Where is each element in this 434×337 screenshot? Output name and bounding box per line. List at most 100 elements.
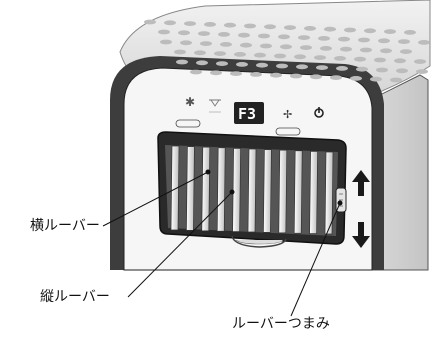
vent-hole [276, 63, 288, 69]
vent-hole [350, 76, 362, 81]
vent-hole [184, 21, 196, 26]
vent-hole [224, 22, 236, 28]
vent-hole [390, 77, 402, 83]
vent-hole [204, 22, 216, 27]
handle-notch [231, 235, 287, 248]
vent-hole [318, 36, 330, 41]
louver-slat [201, 146, 211, 232]
leader-vertical-louver [127, 191, 233, 298]
vent-hole [320, 46, 332, 51]
vent-hole [178, 30, 190, 36]
vent-hole [264, 24, 276, 30]
vent-hole [190, 69, 202, 75]
louver-slat [263, 149, 272, 233]
vent-hole [220, 42, 232, 47]
vent-hole [260, 43, 272, 49]
louver-slat [170, 145, 180, 231]
vent-hole [270, 72, 282, 78]
vent-hole [296, 64, 308, 70]
vent-hole [256, 62, 268, 68]
vent-hole [240, 42, 252, 48]
cool-mode-icon: ✱ [175, 95, 201, 128]
vent-hole [334, 56, 346, 61]
vent-hole [338, 36, 350, 42]
louver-knob-label: ルーバーつまみ [232, 316, 330, 332]
vent-hole [216, 61, 228, 66]
vent-hole [180, 40, 192, 46]
vent-hole [158, 29, 170, 35]
up-arrow-icon [352, 170, 370, 196]
vent-hole [360, 47, 372, 53]
vent-hole [378, 38, 390, 44]
vent-hole [230, 71, 242, 76]
vent-hole [298, 35, 310, 40]
vent-hole [160, 39, 172, 45]
vent-hole [198, 31, 210, 36]
vent-hole [310, 74, 322, 80]
vent-hole [194, 50, 206, 56]
mist-icon [209, 99, 221, 113]
vent-hole [418, 40, 430, 45]
vent-hole [304, 26, 316, 31]
display-screen: F3 [234, 102, 264, 124]
louver-slat [216, 147, 226, 232]
vertical-louver-slats [170, 145, 334, 235]
vent-hole [258, 33, 270, 39]
vertical-louver-label: 縦ルーバー [40, 289, 110, 305]
vent-hole [250, 72, 262, 77]
louver-slat [293, 150, 303, 234]
vent-hole [374, 57, 386, 63]
vent-hole [364, 28, 376, 34]
vent-hole [200, 41, 212, 46]
louver-slat [324, 151, 334, 235]
vent-hole [324, 26, 336, 32]
vent-hole [400, 49, 412, 54]
vent-hole [314, 55, 326, 60]
vent-hole [384, 29, 396, 34]
fan-icon: ✢ [275, 108, 301, 136]
svg-text:✢: ✢ [283, 108, 292, 121]
vent-hole [214, 51, 226, 56]
down-arrow-icon [352, 222, 370, 248]
power-icon [314, 107, 324, 118]
vent-hole [404, 30, 416, 35]
vent-holes [144, 19, 430, 83]
leader-lines [102, 169, 343, 317]
vent-hole [316, 65, 328, 70]
vent-hole [416, 69, 428, 74]
vent-hole [396, 68, 408, 74]
svg-text:✱: ✱ [185, 95, 195, 109]
louver-slat [247, 148, 257, 233]
leader-horizontal-louver [102, 171, 209, 227]
horizontal-louver-label: 横ルーバー [30, 218, 100, 234]
leader-louver-knob [290, 202, 341, 317]
vent-hole [414, 59, 426, 64]
vent-hole [218, 32, 230, 37]
vent-hole [278, 34, 290, 40]
vent-hole [330, 75, 342, 80]
vent-hole [380, 48, 392, 54]
vent-hole [336, 66, 348, 71]
vent-hole [196, 60, 208, 66]
vent-hole [274, 53, 286, 59]
vent-hole [294, 54, 306, 60]
vent-hole [144, 19, 156, 25]
vent-hole [176, 59, 188, 65]
display-code: F3 [238, 105, 256, 123]
louver-slat [278, 149, 288, 234]
vent-hole [210, 70, 222, 76]
vent-hole [356, 66, 368, 72]
vent-hole [394, 58, 406, 64]
vent-hole [344, 27, 356, 33]
vent-hole [164, 20, 176, 26]
vent-hole [236, 62, 248, 67]
vent-hole [234, 52, 246, 57]
vent-hole [290, 73, 302, 79]
vent-hole [238, 32, 250, 38]
vent-hole [174, 49, 186, 55]
vent-hole [284, 25, 296, 30]
vent-hole [370, 76, 382, 82]
vent-hole [300, 45, 312, 50]
